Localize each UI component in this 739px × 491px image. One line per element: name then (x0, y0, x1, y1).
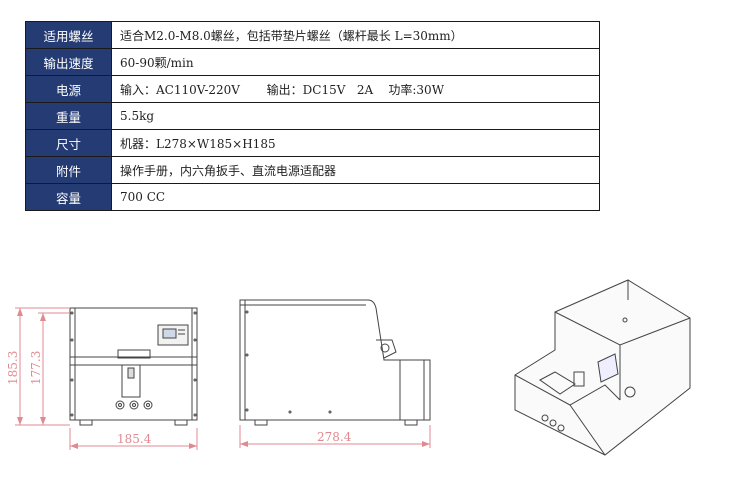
spec-label: 输出速度 (25, 48, 112, 76)
spec-row-power: 电源 输入：AC110V-220V 输出：DC15V 2A 功率:30W (25, 75, 600, 103)
front-view-drawing (69, 307, 198, 426)
spec-row-speed: 输出速度 60-90颗/min (25, 48, 600, 76)
dim-height-outer: 185.3 (6, 351, 20, 385)
spec-value: 5.5kg (111, 102, 600, 130)
spec-value: 适合M2.0-M8.0螺丝，包括带垫片螺丝（螺杆最长 L=30mm） (111, 21, 600, 49)
isometric-view-drawing (514, 279, 691, 456)
spec-label: 重量 (25, 102, 112, 130)
spec-row-weight: 重量 5.5kg (25, 102, 600, 130)
side-view-dimensions (239, 425, 431, 448)
spec-value: 机器：L278×W185×H185 (111, 129, 600, 157)
spec-label: 尺寸 (25, 129, 112, 157)
side-view-drawing (239, 299, 431, 426)
spec-value: 700 CC (111, 183, 600, 211)
dim-height-inner: 177.3 (29, 351, 43, 385)
technical-drawings: 185.3 177.3 185.4 278.4 (6, 279, 691, 456)
dim-width: 185.4 (117, 432, 152, 446)
spec-row-size: 尺寸 机器：L278×W185×H185 (25, 129, 600, 157)
spec-label: 附件 (25, 156, 112, 184)
spec-table: 适用螺丝 适合M2.0-M8.0螺丝，包括带垫片螺丝（螺杆最长 L=30mm） … (25, 21, 600, 211)
spec-value: 60-90颗/min (111, 48, 600, 76)
spec-row-capacity: 容量 700 CC (25, 183, 600, 211)
spec-value: 输入：AC110V-220V 输出：DC15V 2A 功率:30W (111, 75, 600, 103)
spec-value: 操作手册，内六角扳手、直流电源适配器 (111, 156, 600, 184)
spec-label: 适用螺丝 (25, 21, 112, 49)
spec-row-screws: 适用螺丝 适合M2.0-M8.0螺丝，包括带垫片螺丝（螺杆最长 L=30mm） (25, 21, 600, 49)
front-view-dimensions (15, 307, 198, 450)
spec-row-accessories: 附件 操作手册，内六角扳手、直流电源适配器 (25, 156, 600, 184)
dim-length: 278.4 (317, 430, 352, 444)
spec-label: 电源 (25, 75, 112, 103)
spec-label: 容量 (25, 183, 112, 211)
